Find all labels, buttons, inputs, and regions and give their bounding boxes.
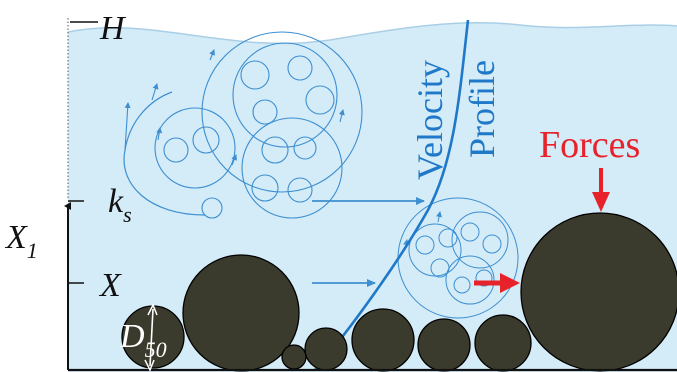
particle-large-left	[183, 255, 299, 371]
particle-tiny	[282, 345, 306, 369]
label-x: X	[98, 267, 122, 304]
label-h: H	[99, 10, 127, 47]
label-profile: Profile	[462, 60, 502, 158]
label-velocity: Velocity	[410, 60, 450, 180]
particle-small-a	[305, 328, 347, 370]
particle-medium-b	[418, 319, 470, 371]
label-x1: X1	[4, 219, 38, 263]
label-forces: Forces	[539, 124, 640, 166]
particle-medium-a	[352, 309, 414, 371]
particle-large-right	[521, 213, 677, 371]
particle-medium-c	[475, 315, 531, 371]
